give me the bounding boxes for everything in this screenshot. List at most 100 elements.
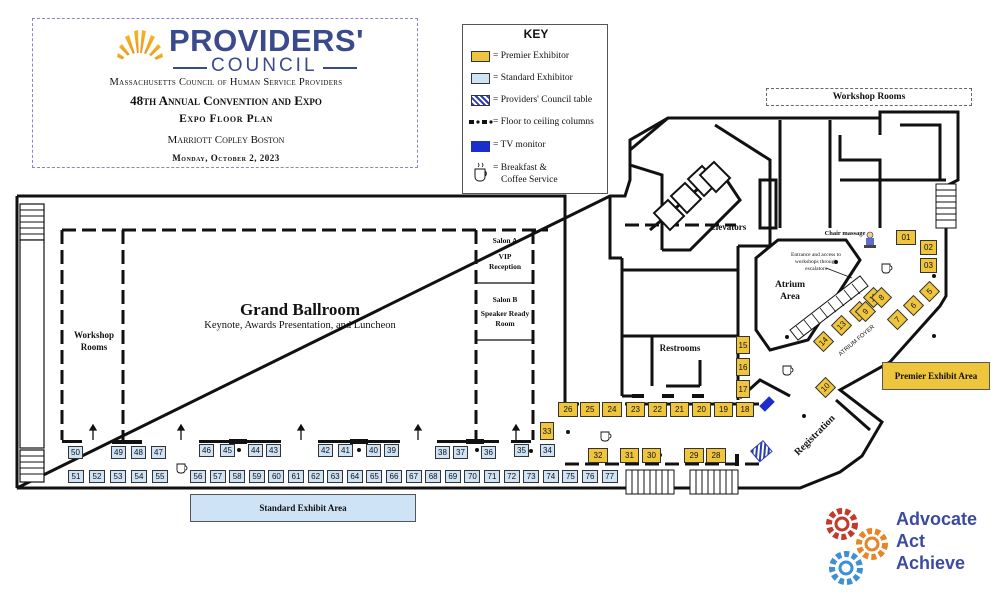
booth-25: 25 [580, 402, 600, 417]
key-breakfast-label: = Breakfast & [493, 163, 547, 173]
booth-35: 35 [514, 444, 529, 457]
booth-69: 69 [444, 470, 461, 483]
booth-36: 36 [481, 446, 496, 459]
booth-63: 63 [327, 470, 344, 483]
advocate-act-achieve-text: Advocate Act Achieve [896, 508, 977, 574]
salon-a-label: Salon A [492, 236, 518, 245]
standard-swatch-icon [471, 73, 490, 84]
booth-55: 55 [152, 470, 168, 483]
speaker-ready-line1: Speaker Ready [480, 309, 530, 318]
booth-16: 16 [736, 358, 750, 376]
booth-46: 46 [199, 444, 214, 457]
coffee-service-icon [600, 431, 612, 442]
booth-49: 49 [111, 446, 126, 459]
key-columns-label: = Floor to ceiling columns [493, 117, 594, 127]
workshop-rooms-top-label: Workshop Rooms [766, 88, 972, 106]
tv-monitor-icon [759, 396, 775, 412]
gears-logo-icon [826, 508, 888, 585]
key-premier-label: = Premier Exhibitor [493, 51, 570, 61]
booth-68: 68 [425, 470, 442, 483]
booth-42: 42 [318, 444, 333, 457]
entrance-note-line1: Entrance and access to [791, 252, 841, 258]
speaker-ready-line2: Room [495, 319, 515, 328]
booth-17: 17 [736, 380, 750, 398]
booth-23: 23 [626, 402, 645, 417]
vip-label-line1: VIP [498, 252, 512, 261]
booth-74: 74 [542, 470, 559, 483]
booth-29: 29 [684, 448, 704, 463]
map-key: KEY = Premier Exhibitor = Standard Exhib… [462, 24, 608, 194]
chair-massage-icon [864, 231, 876, 248]
org-full-name: Massachusetts Council of Human Service P… [109, 77, 343, 88]
floor-plan-title: Expo Floor Plan [179, 113, 273, 125]
org-name-bottom: COUNCIL [211, 55, 318, 76]
booth-31: 31 [620, 448, 639, 463]
vip-label-line2: Reception [488, 262, 522, 271]
booth-64: 64 [346, 470, 363, 483]
booth-70: 70 [464, 470, 481, 483]
elevators-label: Elevators [709, 222, 747, 232]
booth-21: 21 [670, 402, 689, 417]
booth-02: 02 [920, 240, 937, 255]
booth-75: 75 [562, 470, 579, 483]
ballroom-subtitle: Keynote, Awards Presentation, and Lunche… [204, 320, 396, 331]
booth-39: 39 [384, 444, 399, 457]
booth-58: 58 [229, 470, 246, 483]
booth-44: 44 [248, 444, 263, 457]
premier-swatch-icon [471, 51, 490, 62]
premier-exhibit-area: Premier Exhibit Area [882, 362, 990, 390]
booth-43: 43 [266, 444, 281, 457]
salon-b-label: Salon B [492, 295, 518, 304]
booth-47: 47 [151, 446, 166, 459]
achieve-word: Achieve [896, 553, 966, 573]
workshop-rooms-left-line2: Rooms [80, 342, 108, 352]
key-title: KEY [523, 27, 549, 41]
booth-41: 41 [338, 444, 353, 457]
entrance-note-line3: escalators [805, 266, 827, 272]
booth-24: 24 [602, 402, 622, 417]
booth-60: 60 [268, 470, 285, 483]
booth-40: 40 [366, 444, 381, 457]
booth-56: 56 [190, 470, 206, 483]
booth-34: 34 [540, 444, 555, 457]
booth-19: 19 [714, 402, 733, 417]
key-standard-label: = Standard Exhibitor [493, 73, 573, 83]
booth-59: 59 [248, 470, 265, 483]
booth-61: 61 [288, 470, 304, 483]
coffee-service-icon [474, 162, 487, 182]
booth-38: 38 [435, 446, 450, 459]
booth-20: 20 [692, 402, 711, 417]
booth-52: 52 [89, 470, 105, 483]
booth-72: 72 [503, 470, 520, 483]
booth-71: 71 [484, 470, 500, 483]
booth-62: 62 [307, 470, 324, 483]
booth-54: 54 [131, 470, 147, 483]
booth-22: 22 [648, 402, 667, 417]
restrooms-label: Restrooms [659, 343, 701, 353]
coffee-service-icon [176, 463, 188, 474]
atrium-label-line2: Area [780, 292, 800, 302]
coffee-service-icon [881, 263, 893, 274]
booth-53: 53 [110, 470, 126, 483]
booth-50: 50 [68, 446, 83, 459]
column-dashes-icon [469, 120, 493, 124]
booth-48: 48 [131, 446, 146, 459]
event-date: Monday, October 2, 2023 [172, 153, 280, 163]
advocate-word: Advocate [896, 509, 978, 529]
booth-15: 15 [736, 336, 750, 354]
booth-66: 66 [386, 470, 402, 483]
booth-18: 18 [736, 402, 754, 417]
council-table-icon [750, 440, 773, 463]
booth-30: 30 [642, 448, 661, 463]
hatched-swatch-icon [471, 95, 490, 106]
booth-01: 01 [896, 230, 916, 245]
workshop-rooms-left-line1: Workshop [73, 330, 115, 340]
booth-03: 03 [920, 258, 937, 273]
venue-name: Marriott Copley Boston [167, 134, 285, 146]
key-coffee-label: Coffee Service [501, 175, 558, 185]
standard-exhibit-area: Standard Exhibit Area [190, 494, 416, 522]
booth-28: 28 [706, 448, 726, 463]
booth-51: 51 [68, 470, 84, 483]
booth-26: 26 [558, 402, 578, 417]
booth-67: 67 [405, 470, 422, 483]
